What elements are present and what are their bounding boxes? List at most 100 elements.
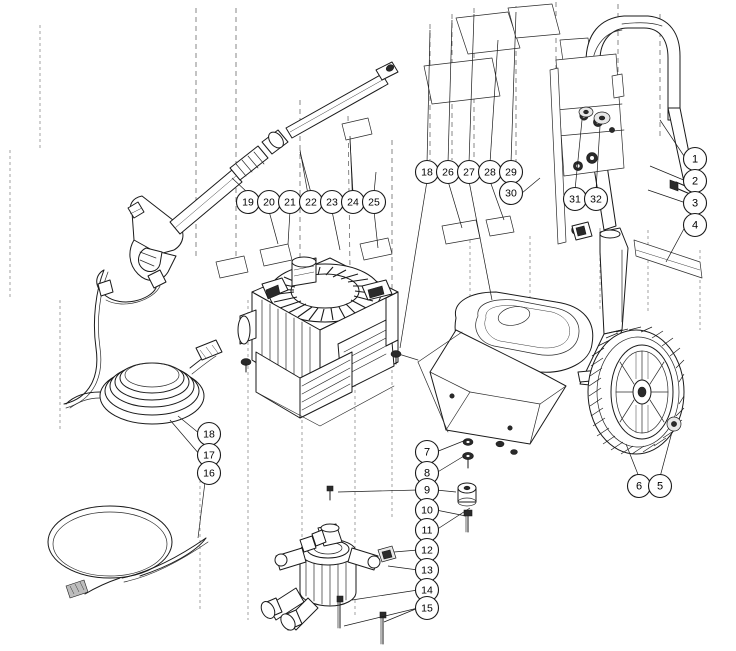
callout-label-24: 24 <box>347 197 359 209</box>
callout-26[interactable]: 26 <box>435 159 461 185</box>
extension-wand <box>169 129 289 235</box>
callout-21[interactable]: 21 <box>277 189 303 215</box>
gun-hose <box>63 269 161 409</box>
callout-2[interactable]: 2 <box>682 168 708 194</box>
callout-label-15: 15 <box>421 603 433 615</box>
callout-15[interactable]: 15 <box>414 595 440 621</box>
callout-18[interactable]: 18 <box>196 421 222 447</box>
detergent-siphon-hose <box>47 505 209 599</box>
callout-label-26: 26 <box>442 167 454 179</box>
callout-label-10: 10 <box>421 505 433 517</box>
callout-label-5: 5 <box>657 481 663 493</box>
nozzle-tip <box>285 61 399 139</box>
callout-label-23: 23 <box>326 197 338 209</box>
callout-3[interactable]: 3 <box>682 190 708 216</box>
wheel-tread <box>588 326 685 455</box>
wheel-spokes <box>615 350 669 434</box>
callout-32[interactable]: 32 <box>583 186 609 212</box>
frame-clip <box>571 221 593 241</box>
pump-barrel-ribs <box>305 559 347 606</box>
callout-31[interactable]: 31 <box>562 186 588 212</box>
engine-mount-studs <box>240 350 402 373</box>
callout-circle-15[interactable] <box>414 595 440 621</box>
callout-4[interactable]: 4 <box>682 212 708 238</box>
callout-5[interactable]: 5 <box>647 473 673 499</box>
callout-30[interactable]: 30 <box>498 180 524 206</box>
callout-label-32: 32 <box>590 194 602 206</box>
cooling-fins-front <box>301 359 351 411</box>
callout-28[interactable]: 28 <box>477 159 503 185</box>
callout-18[interactable]: 18 <box>414 159 440 185</box>
callout-circle-5[interactable] <box>647 473 673 499</box>
callout-label-28: 28 <box>484 167 496 179</box>
callout-label-11: 11 <box>422 525 433 537</box>
callout-22[interactable]: 22 <box>298 189 324 215</box>
callout-25[interactable]: 25 <box>361 189 387 215</box>
engine-assembly <box>237 256 399 427</box>
callout-label-31: 31 <box>569 194 581 206</box>
callout-label-30: 30 <box>505 188 517 200</box>
pump-fasteners <box>326 485 397 645</box>
callout-label-14: 14 <box>421 585 433 597</box>
callout-label-8: 8 <box>424 468 430 480</box>
callout-label-21: 21 <box>284 197 296 209</box>
callout-group-right-column-group: 1 2 3 4 <box>682 146 708 238</box>
callout-label-20: 20 <box>263 197 275 209</box>
filter-ribs <box>69 581 85 595</box>
spray-gun <box>127 195 184 289</box>
base-hardware <box>457 438 518 533</box>
callout-circle-30[interactable] <box>498 180 524 206</box>
callout-circle-32[interactable] <box>583 186 609 212</box>
hose-fitting-ribs <box>199 344 219 359</box>
decal-strips-top <box>423 3 593 105</box>
callout-19[interactable]: 19 <box>235 189 261 215</box>
callout-label-7: 7 <box>424 447 430 459</box>
callout-17[interactable]: 17 <box>196 442 222 468</box>
callout-23[interactable]: 23 <box>319 189 345 215</box>
decal-strips-engine <box>215 117 515 279</box>
callout-group-hose-group: 18 17 16 <box>196 421 222 486</box>
callout-label-18: 18 <box>203 429 215 441</box>
callout-6[interactable]: 6 <box>626 473 652 499</box>
callout-label-16: 16 <box>203 468 215 480</box>
callout-label-6: 6 <box>636 481 642 493</box>
callout-label-25: 25 <box>368 197 380 209</box>
callout-label-13: 13 <box>421 565 433 577</box>
callout-7[interactable]: 7 <box>414 439 440 465</box>
callout-label-12: 12 <box>421 545 433 557</box>
callout-group-hardware-group: 31 32 <box>562 186 609 212</box>
wheel <box>587 326 685 455</box>
callout-label-22: 22 <box>305 197 317 209</box>
callout-circle-25[interactable] <box>361 189 387 215</box>
callout-9[interactable]: 9 <box>414 477 440 503</box>
callout-group-pump-group: 7 8 9 10 11 12 13 14 15 <box>414 439 440 621</box>
callout-label-18: 18 <box>421 167 433 179</box>
callout-16[interactable]: 16 <box>196 460 222 486</box>
callout-29[interactable]: 29 <box>498 159 524 185</box>
callout-label-1: 1 <box>692 154 698 166</box>
handle-knob-a <box>578 106 594 118</box>
base-cradle <box>391 291 605 445</box>
wheel-spoke-detail <box>635 352 649 433</box>
callout-label-17: 17 <box>203 450 215 462</box>
callout-label-2: 2 <box>692 176 698 188</box>
callout-circle-4[interactable] <box>682 212 708 238</box>
pump-assembly <box>260 523 381 631</box>
callout-1[interactable]: 1 <box>682 146 708 172</box>
callout-circle-16[interactable] <box>196 460 222 486</box>
callout-20[interactable]: 20 <box>256 189 282 215</box>
callout-leader-lines <box>169 11 687 627</box>
wand-collar-ribs <box>235 151 265 177</box>
callout-label-4: 4 <box>692 220 698 232</box>
callout-label-3: 3 <box>692 198 698 210</box>
callout-27[interactable]: 27 <box>456 159 482 185</box>
callout-24[interactable]: 24 <box>340 189 366 215</box>
handle-knob-b <box>593 111 611 125</box>
callout-label-29: 29 <box>505 167 517 179</box>
callout-label-9: 9 <box>424 485 430 497</box>
